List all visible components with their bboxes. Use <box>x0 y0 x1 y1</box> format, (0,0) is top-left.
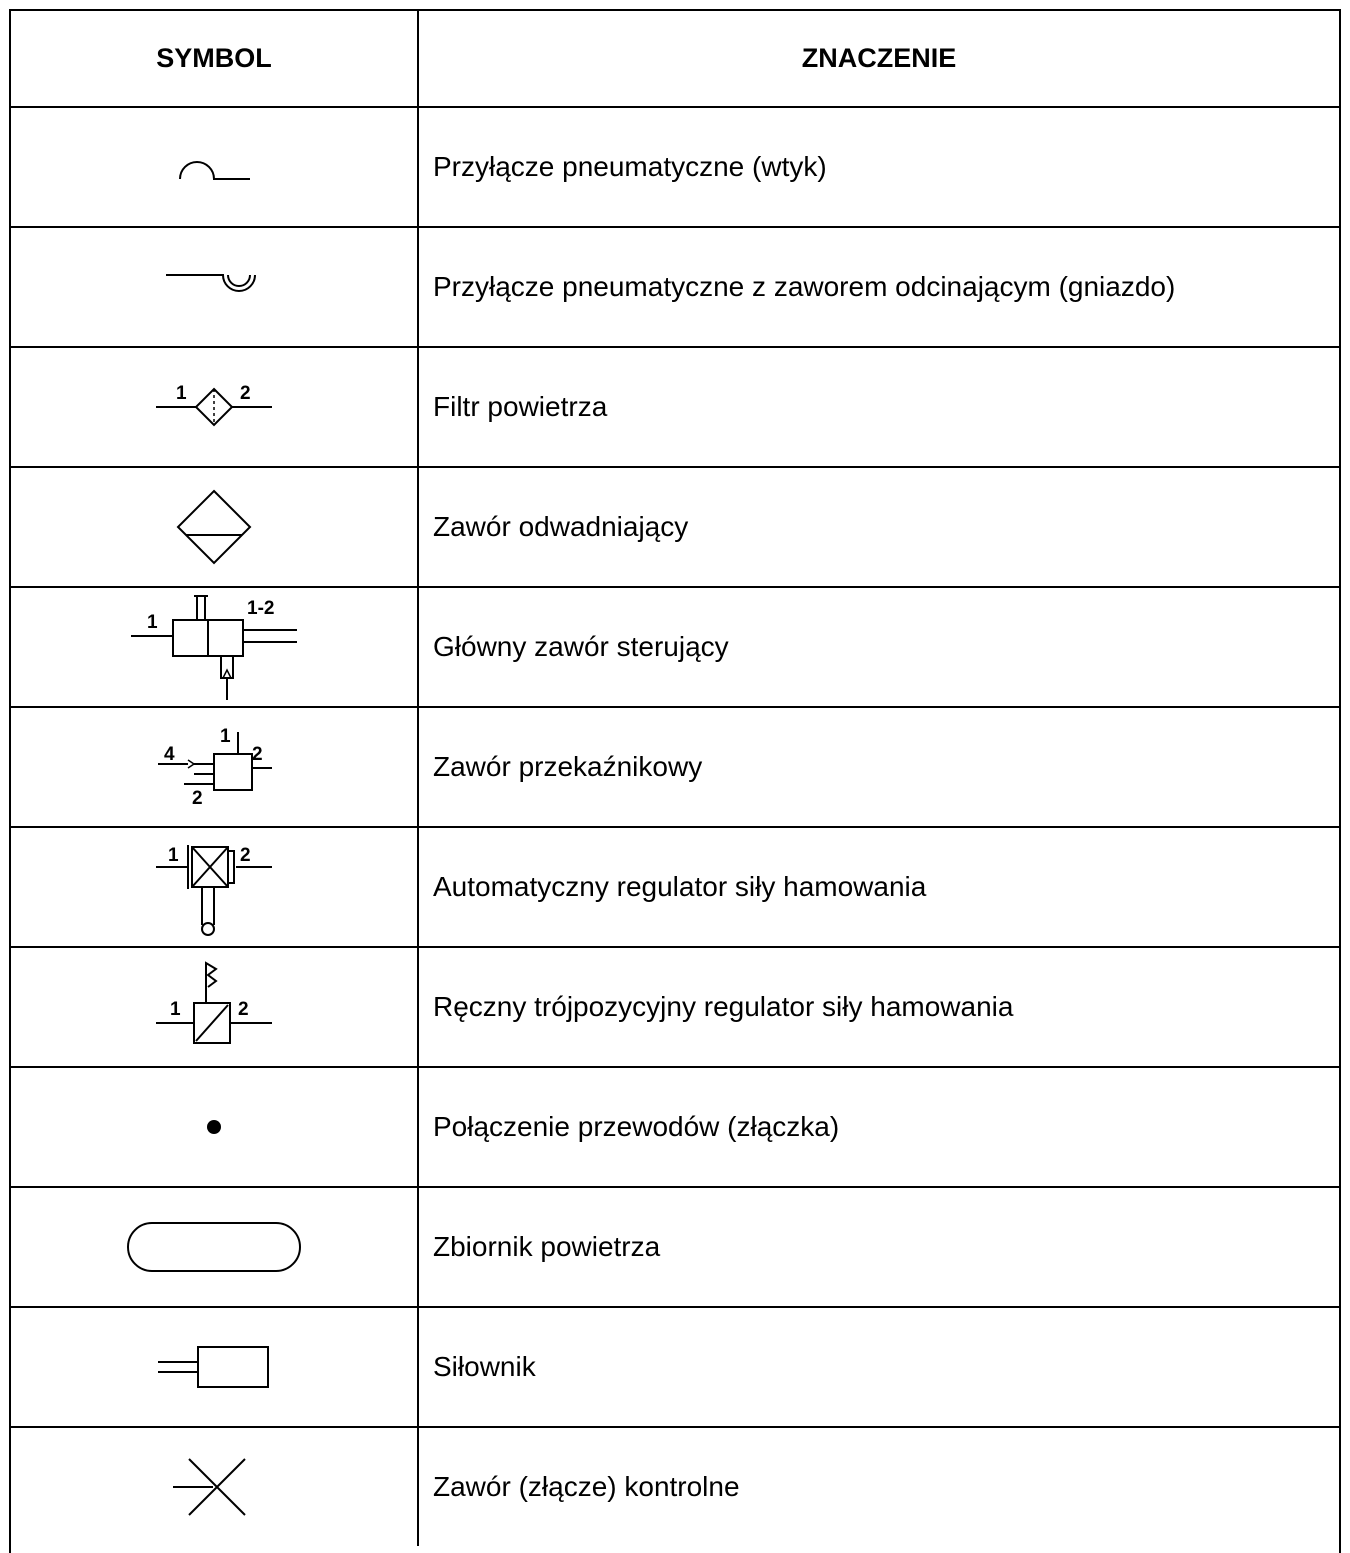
meaning-cell: Zawór odwadniający <box>417 466 1339 588</box>
meaning-cell: Przyłącze pneumatyczne z zaworem odcinaj… <box>417 226 1339 348</box>
table-row: Połączenie przewodów (złączka) <box>11 1066 1339 1188</box>
pipe-junction-icon <box>207 1120 221 1134</box>
header-row: SYMBOL ZNACZENIE <box>11 11 1339 108</box>
port-label: 1 <box>168 845 179 866</box>
table-row: Przyłącze pneumatyczne z zaworem odcinaj… <box>11 226 1339 348</box>
header-meaning: ZNACZENIE <box>417 11 1339 108</box>
port-label: 2 <box>240 383 251 404</box>
table-row: 1 1-2 Główny zawór sterujący <box>11 586 1339 708</box>
port-label: 2 <box>252 744 263 765</box>
drain-valve-icon <box>176 489 252 565</box>
relay-valve-icon: 4 1 2 2 <box>158 726 272 809</box>
table-row: Zawór odwadniający <box>11 466 1339 588</box>
port-label: 1 <box>176 383 187 404</box>
air-filter-icon: 1 2 <box>156 383 272 427</box>
plug-connector-icon <box>179 161 250 180</box>
port-label: 2 <box>238 999 249 1020</box>
meaning-cell: Automatyczny regulator siły hamowania <box>417 826 1339 948</box>
meaning-cell: Połączenie przewodów (złączka) <box>417 1066 1339 1188</box>
table-row: 1 2 Filtr powietrza <box>11 346 1339 468</box>
port-label: 1 <box>147 612 158 633</box>
manual-brake-regulator-icon: 1 2 <box>156 961 272 1044</box>
air-reservoir-icon <box>127 1222 301 1272</box>
port-label: 4 <box>164 744 175 765</box>
table-row: Siłownik <box>11 1306 1339 1428</box>
meaning-cell: Przyłącze pneumatyczne (wtyk) <box>417 106 1339 228</box>
main-control-valve-icon: 1 1-2 <box>131 595 297 700</box>
meaning-cell: Filtr powietrza <box>417 346 1339 468</box>
meaning-cell: Zbiornik powietrza <box>417 1186 1339 1308</box>
socket-connector-icon <box>166 274 256 292</box>
actuator-icon <box>158 1346 269 1388</box>
table-row: Zawór (złącze) kontrolne <box>11 1426 1339 1546</box>
table-row: Przyłącze pneumatyczne (wtyk) <box>11 106 1339 228</box>
symbol-legend-sheet: SYMBOL ZNACZENIE Przyłącze pneumatyczne … <box>9 9 1341 1553</box>
test-valve-icon <box>173 1458 246 1516</box>
port-label: 2 <box>192 788 203 809</box>
port-label: 2 <box>240 845 251 866</box>
header-symbol: SYMBOL <box>11 11 419 108</box>
port-label: 1 <box>220 726 231 747</box>
table-row: 1 2 Ręczny trójpozycyjny regulator siły … <box>11 946 1339 1068</box>
meaning-cell: Główny zawór sterujący <box>417 586 1339 708</box>
auto-brake-regulator-icon: 1 2 <box>156 845 272 936</box>
meaning-cell: Zawór (złącze) kontrolne <box>417 1426 1339 1546</box>
meaning-cell: Zawór przekaźnikowy <box>417 706 1339 828</box>
table-row: Zbiornik powietrza <box>11 1186 1339 1308</box>
meaning-cell: Ręczny trójpozycyjny regulator siły hamo… <box>417 946 1339 1068</box>
table-row: 4 1 2 2 Zawór przekaźnikowy <box>11 706 1339 828</box>
port-label: 1 <box>170 999 181 1020</box>
meaning-cell: Siłownik <box>417 1306 1339 1428</box>
symbol-legend-table: SYMBOL ZNACZENIE Przyłącze pneumatyczne … <box>11 11 1339 1546</box>
table-row: 1 2 Automatyczny regulator siły hamowani… <box>11 826 1339 948</box>
port-label: 1-2 <box>247 598 274 619</box>
